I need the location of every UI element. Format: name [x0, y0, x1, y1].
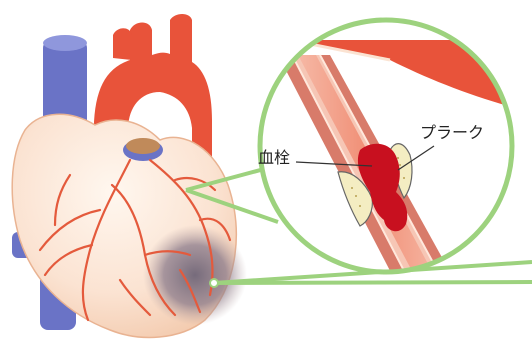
plaque-label: プラーク	[420, 125, 484, 141]
thrombus-label: 血栓	[258, 150, 290, 166]
heart	[12, 14, 247, 337]
infarct-area	[143, 225, 247, 325]
infarct-marker	[210, 279, 218, 287]
magnified-callout	[250, 20, 532, 290]
